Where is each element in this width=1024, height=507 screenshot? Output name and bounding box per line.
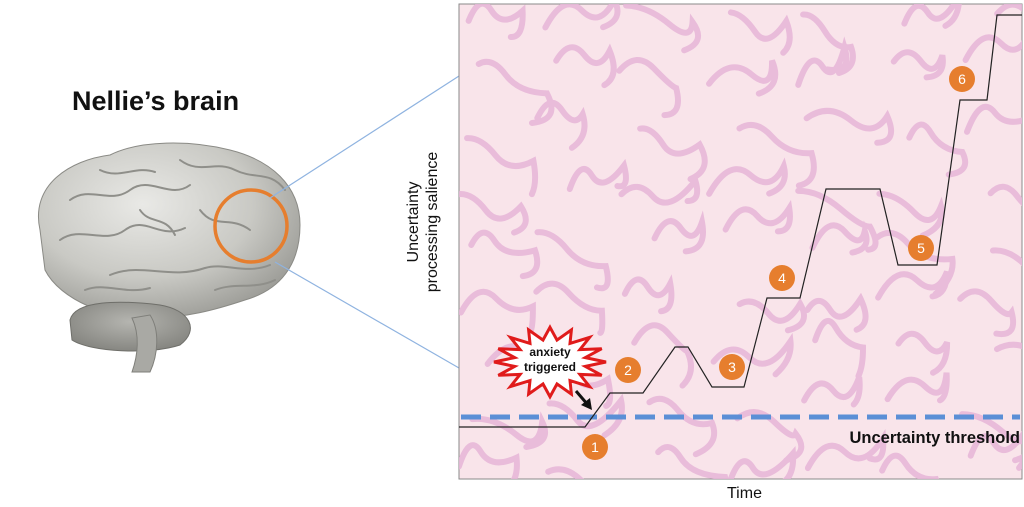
texture-fold xyxy=(722,199,793,235)
texture-fold xyxy=(533,280,606,336)
texture-fold xyxy=(875,270,950,301)
texture-fold xyxy=(736,297,807,334)
burst-text-line1: anxiety xyxy=(529,345,571,359)
burst-arrow xyxy=(574,390,592,410)
anxiety-burst: anxiety triggered xyxy=(493,324,607,400)
brain-texture-folds xyxy=(459,4,1022,479)
texture-fold xyxy=(616,57,681,119)
texture-fold xyxy=(809,220,870,256)
texture-fold xyxy=(623,4,702,54)
texture-fold xyxy=(812,317,866,379)
step-markers: 1 2 3 4 5 6 xyxy=(582,66,975,460)
texture-fold xyxy=(459,191,529,236)
texture-fold xyxy=(994,4,1022,17)
texture-fold xyxy=(566,158,629,193)
texture-fold xyxy=(631,322,694,389)
texture-fold xyxy=(987,183,1022,207)
brain-title: Nellie’s brain xyxy=(72,86,240,116)
texture-fold xyxy=(727,9,793,56)
texture-fold xyxy=(734,409,805,464)
texture-fold xyxy=(468,229,541,280)
texture-fold xyxy=(804,292,869,333)
texture-fold xyxy=(469,411,549,451)
cerebellum-shape xyxy=(69,301,191,352)
texture-fold xyxy=(967,430,1022,471)
texture-fold xyxy=(879,452,940,479)
texture-fold xyxy=(803,107,895,146)
texture-fold xyxy=(876,190,945,239)
texture-fold xyxy=(637,125,708,183)
texture-fold xyxy=(706,59,779,97)
y-axis-label-line1: Uncertainty xyxy=(405,181,422,263)
x-axis-label: Time xyxy=(727,485,762,502)
texture-fold xyxy=(655,444,729,479)
texture-fold xyxy=(465,4,526,41)
texture-fold xyxy=(546,393,625,439)
step-marker-5 xyxy=(908,235,934,261)
texture-fold xyxy=(459,288,536,335)
texture-fold xyxy=(884,372,950,404)
texture-fold xyxy=(459,442,520,479)
threshold-label: Uncertainty threshold xyxy=(849,429,1020,447)
step-marker-label-6: 6 xyxy=(958,71,966,87)
region-highlight-circle xyxy=(213,188,289,264)
step-marker-6 xyxy=(949,66,975,92)
texture-fold xyxy=(962,34,1022,64)
texture-fold xyxy=(800,11,856,76)
texture-fold xyxy=(475,58,555,126)
connector-line-top xyxy=(269,75,460,199)
texture-fold xyxy=(706,157,788,197)
step-marker-label-5: 5 xyxy=(917,240,925,256)
texture-fold xyxy=(553,43,617,89)
texture-fold xyxy=(895,330,951,376)
texture-fold xyxy=(464,135,539,198)
texture-fold xyxy=(957,288,1017,338)
step-marker-label-4: 4 xyxy=(778,270,786,286)
texture-fold xyxy=(646,395,718,458)
texture-fold xyxy=(621,274,675,315)
texture-fold xyxy=(795,187,879,253)
texture-fold xyxy=(651,210,706,255)
texture-fold xyxy=(727,446,797,479)
texture-fold xyxy=(795,36,850,88)
step-marker-label-3: 3 xyxy=(728,359,736,375)
step-marker-3 xyxy=(719,354,745,380)
texture-fold xyxy=(736,121,817,189)
texture-fold xyxy=(989,247,1022,267)
texture-fold xyxy=(901,4,962,29)
texture-fold xyxy=(993,341,1022,353)
texture-fold xyxy=(890,49,946,81)
texture-fold xyxy=(618,174,701,206)
texture-fold xyxy=(542,4,621,31)
brain-folds xyxy=(59,159,286,292)
texture-fold xyxy=(801,376,863,408)
brainstem-shape xyxy=(131,314,158,373)
texture-fold xyxy=(534,229,611,292)
y-axis-label-line2: processing salience xyxy=(424,151,441,293)
step-marker-label-1: 1 xyxy=(591,439,599,455)
texture-fold xyxy=(906,121,969,178)
burst-text-line2: triggered xyxy=(524,360,576,374)
step-marker-label-2: 2 xyxy=(624,362,632,378)
salience-trajectory-line xyxy=(459,14,1022,428)
texture-fold xyxy=(964,103,1022,135)
texture-fold xyxy=(710,332,794,378)
connector-line-bottom xyxy=(274,261,460,369)
texture-fold xyxy=(534,99,588,151)
step-marker-1 xyxy=(582,434,608,460)
texture-fold xyxy=(545,466,584,479)
texture-fold xyxy=(804,428,887,472)
step-marker-2 xyxy=(615,357,641,383)
step-marker-4 xyxy=(769,265,795,291)
